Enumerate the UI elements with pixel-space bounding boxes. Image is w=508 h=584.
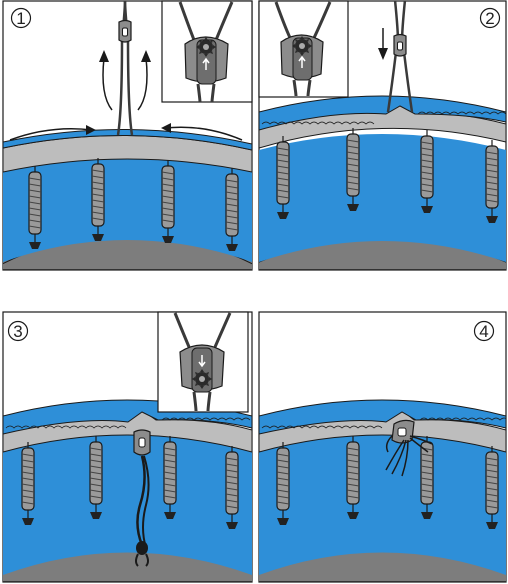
step-4-panel: 4 (258, 311, 507, 583)
step-number: 4 (479, 322, 488, 341)
pad (3, 156, 252, 262)
step-number: 3 (13, 322, 22, 341)
arrow-inward-icon (9, 128, 93, 141)
pad (259, 134, 506, 262)
pad (259, 434, 506, 575)
detail-inset (161, 0, 253, 103)
step-1-panel: 1 (2, 0, 253, 271)
tucked-cord (385, 419, 433, 477)
detail-inset (258, 0, 349, 98)
buckle-icon (393, 33, 407, 57)
arrow-inward-icon (164, 126, 243, 141)
buckle-icon (118, 19, 132, 43)
gear-icon (192, 369, 212, 389)
arrow-up-icon (137, 57, 148, 111)
step-2-panel: 2 (258, 0, 507, 271)
cord-knot-icon (135, 541, 149, 567)
step-number: 1 (16, 9, 25, 28)
gear-icon (292, 36, 312, 56)
arrow-down-icon (378, 28, 388, 60)
gear-icon (196, 37, 216, 57)
detail-inset (157, 311, 249, 413)
step-3-panel: 3 (2, 311, 253, 583)
step-number: 2 (485, 9, 494, 28)
pad (3, 434, 252, 575)
arrow-up-icon (102, 57, 113, 111)
